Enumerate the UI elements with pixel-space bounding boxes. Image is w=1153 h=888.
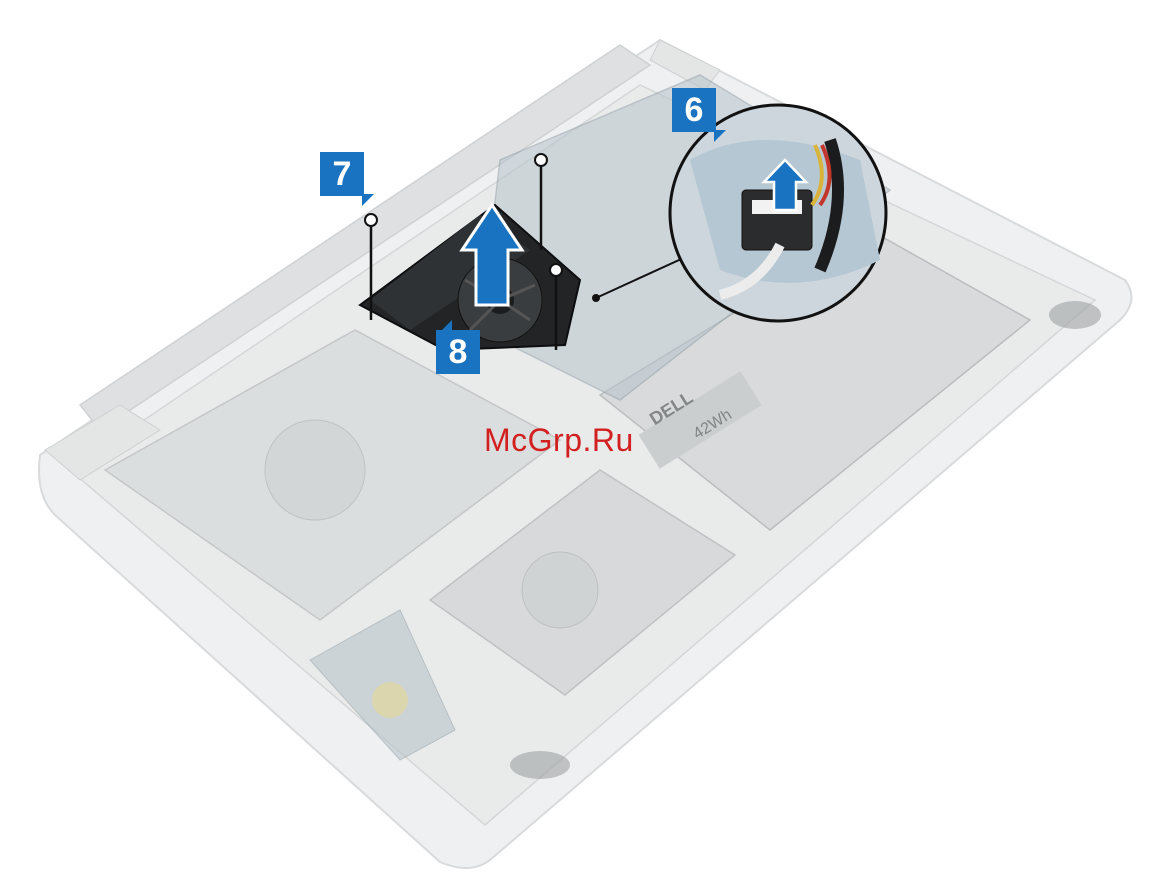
step-7-callout: 7 [320,152,364,196]
watermark-text: McGrp.Ru [484,422,634,459]
step-6-callout: 6 [672,88,716,132]
connector-zoom-inset [670,105,886,321]
step-8-callout: 8 [436,330,480,374]
